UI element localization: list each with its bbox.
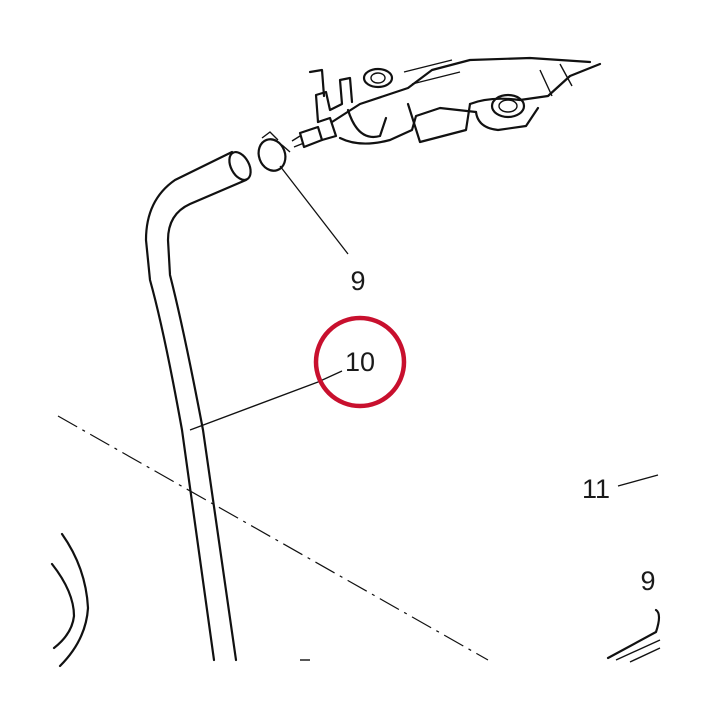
- hose: [144, 150, 252, 662]
- hose-clamp-top: [257, 131, 291, 172]
- highlight-circle: [313, 315, 407, 409]
- leader-11: [617, 474, 659, 487]
- centerline: [57, 415, 489, 661]
- lower-left-part: [50, 532, 90, 668]
- callout-11: 11: [582, 474, 610, 504]
- lower-right-part: [300, 608, 661, 663]
- leader-9-top: [279, 165, 349, 255]
- leader-10: [189, 370, 343, 431]
- connector-spout: [291, 116, 338, 149]
- callout-9-top: 9: [350, 266, 365, 296]
- engine-housing: [308, 56, 602, 145]
- callout-10: 10: [345, 347, 375, 377]
- callout-9-right: 9: [640, 566, 655, 596]
